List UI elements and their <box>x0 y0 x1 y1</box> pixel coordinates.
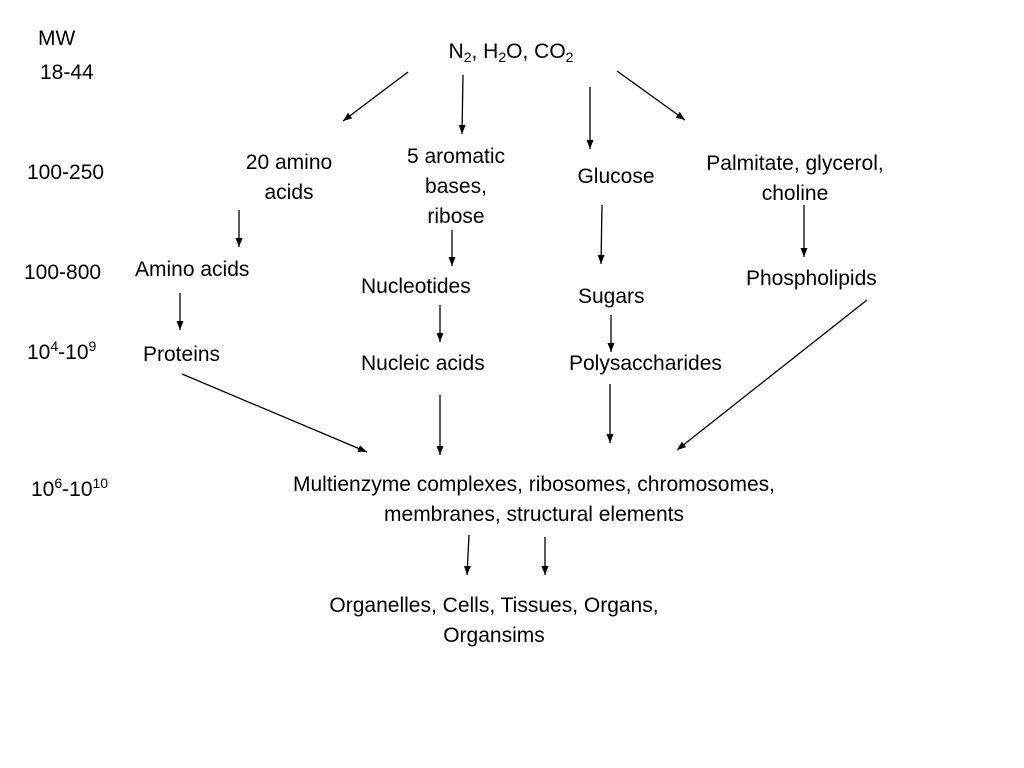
node-precursors: N2, H2O, CO2 <box>448 40 574 65</box>
node-lipid-precursors-line1: Palmitate, glycerol, <box>706 152 884 175</box>
mw-header: MW <box>38 27 76 50</box>
mw-range-macromolecules: 104-109 <box>27 338 97 364</box>
node-sugars: Sugars <box>578 285 645 308</box>
arrow-assemblies-to-organisms-left <box>463 534 471 576</box>
node-aromatic-bases-line3: ribose <box>427 205 485 228</box>
mw-range-100-250: 100-250 <box>27 161 105 184</box>
node-nucleic-acids: Nucleic acids <box>361 352 485 375</box>
node-assemblies-line1: Multienzyme complexes, ribosomes, chromo… <box>293 473 775 496</box>
node-aromatic-bases-line2: bases, <box>425 175 487 198</box>
mw-range-assemblies: 106-1010 <box>31 475 109 501</box>
arrow-precursors-to-amino-monomers <box>342 71 409 122</box>
arrow-phospholipids-to-assemblies <box>676 299 868 451</box>
node-glucose: Glucose <box>577 165 655 188</box>
node-aromatic-bases-line1: 5 aromatic <box>406 145 506 168</box>
node-phospholipids: Phospholipids <box>746 267 877 290</box>
node-assemblies: Multienzyme complexes, ribosomes, chromo… <box>293 470 775 530</box>
node-amino-monomers: 20 amino acids <box>246 148 332 208</box>
node-organisms-line2: Organsims <box>443 624 545 647</box>
arrow-proteins-to-assemblies <box>181 373 368 453</box>
mw-range-18-44: 18-44 <box>40 61 94 84</box>
node-amino-monomers-line1: 20 amino <box>245 151 333 174</box>
arrow-glucose-to-sugars <box>597 204 605 265</box>
arrow-precursors-to-lipid-precursors <box>616 70 686 121</box>
node-organisms-line1: Organelles, Cells, Tissues, Organs, <box>329 594 659 617</box>
node-aromatic-bases: 5 aromatic bases, ribose <box>407 142 505 232</box>
node-nucleotides: Nucleotides <box>361 275 471 298</box>
node-lipid-precursors: Palmitate, glycerol, choline <box>706 149 883 209</box>
node-amino-acids: Amino acids <box>135 258 250 281</box>
node-organisms: Organelles, Cells, Tissues, Organs, Orga… <box>329 591 658 651</box>
node-assemblies-line2: membranes, structural elements <box>384 503 684 526</box>
mw-range-100-800: 100-800 <box>24 261 102 284</box>
node-lipid-precursors-line2: choline <box>761 182 829 205</box>
node-amino-monomers-line2: acids <box>264 181 314 204</box>
node-proteins: Proteins <box>143 343 221 366</box>
node-polysaccharides: Polysaccharides <box>569 352 722 375</box>
arrow-precursors-to-aromatic-bases <box>458 74 466 135</box>
